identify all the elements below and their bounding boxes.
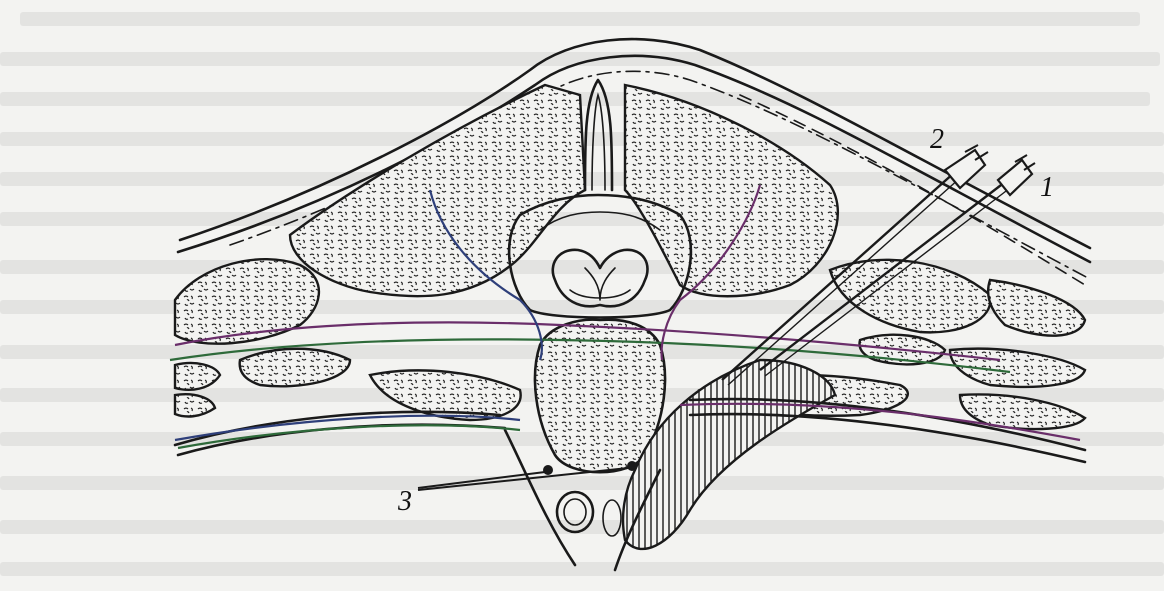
label-needle-2: 2 bbox=[930, 124, 944, 155]
label-nerve-nodes: 3 bbox=[397, 486, 412, 517]
label-needle-1: 1 bbox=[1040, 172, 1054, 203]
